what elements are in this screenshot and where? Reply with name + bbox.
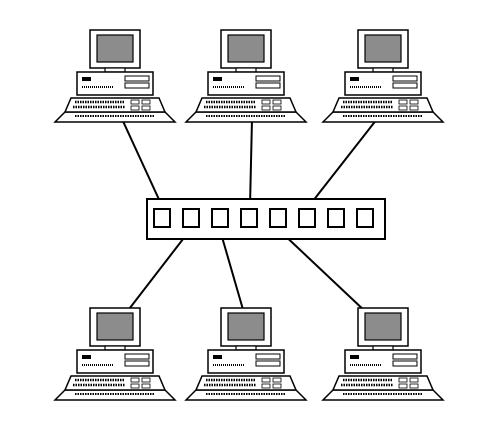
computer-icon xyxy=(53,28,177,124)
cable-top-center xyxy=(249,118,253,207)
switch-port-6 xyxy=(298,208,316,228)
computer-icon xyxy=(321,28,445,124)
switch-port-2 xyxy=(182,208,200,228)
cable-bottom-left xyxy=(125,229,191,314)
cable-bottom-right xyxy=(278,229,368,314)
computer-icon xyxy=(321,306,445,402)
network-switch xyxy=(146,198,386,240)
cable-top-left xyxy=(121,118,163,207)
switch-port-1 xyxy=(153,208,171,228)
computer-icon xyxy=(184,28,308,124)
cable-top-right xyxy=(308,118,378,207)
cables xyxy=(121,118,378,314)
switch-port-7 xyxy=(327,208,345,228)
switch-port-4 xyxy=(240,208,258,228)
switch-port-8 xyxy=(356,208,374,228)
switch-port-5 xyxy=(269,208,287,228)
computer-icon xyxy=(184,306,308,402)
cable-bottom-center xyxy=(219,229,245,314)
computer-icon xyxy=(53,306,177,402)
switch-port-3 xyxy=(211,208,229,228)
